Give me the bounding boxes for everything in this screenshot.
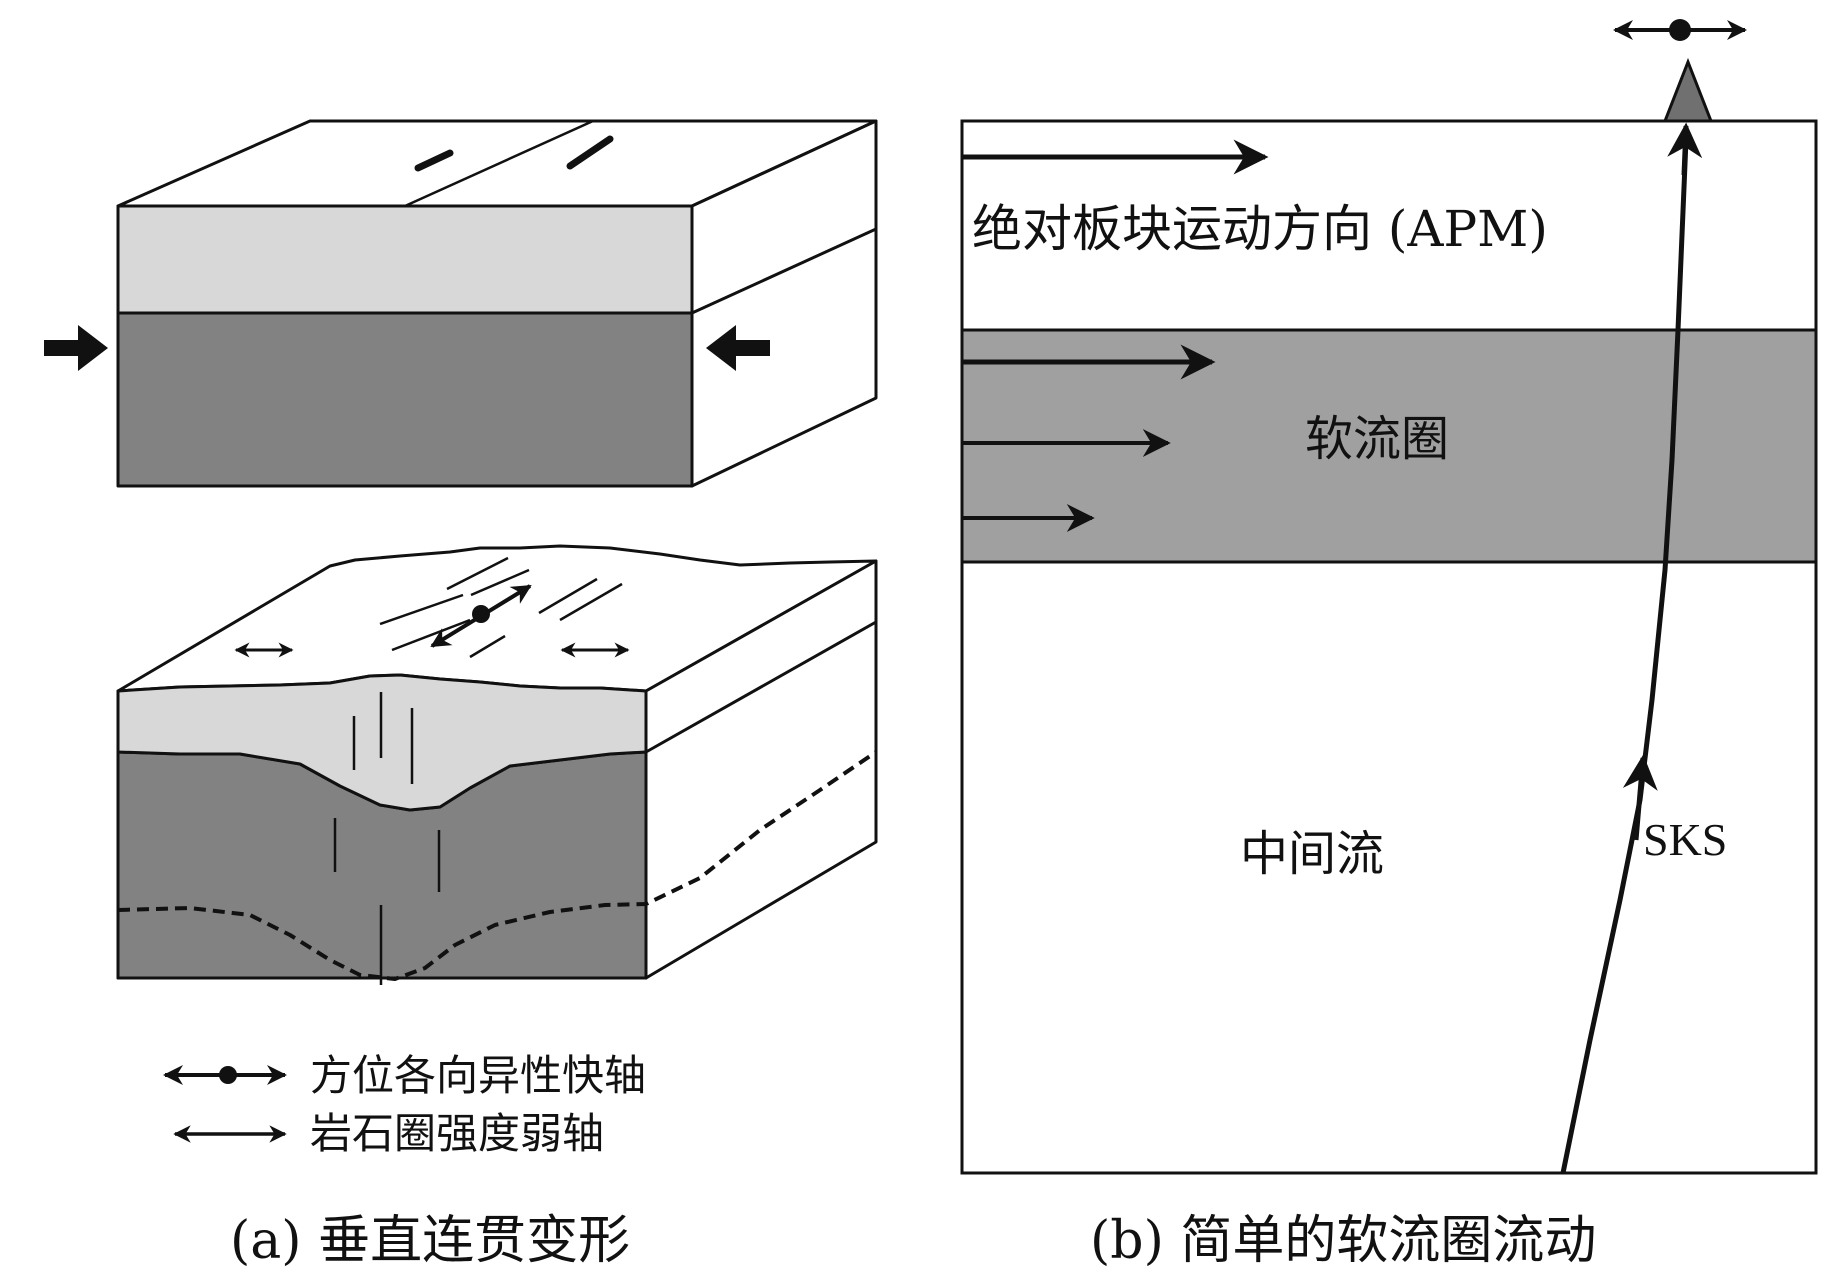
middle-flow-label: 中间流 <box>1240 826 1384 882</box>
right-compression-arrow <box>706 325 770 371</box>
panel-b: 绝对板块运动方向 (APM) 软流圈 中间流 SKS (b) 简单的软流圈流动 <box>960 19 1818 1271</box>
panel-b-frame <box>960 119 1818 1175</box>
station-fast-axis-symbol <box>1613 19 1747 41</box>
fast-axis-dot <box>472 605 490 623</box>
sks-ray-arrow-lower <box>1622 754 1658 841</box>
legend-fast-axis-label: 方位各向异性快轴 <box>310 1051 646 1100</box>
left-compression-arrow <box>44 325 108 371</box>
upper-block <box>116 119 878 488</box>
lower-block-arrows <box>234 584 630 658</box>
flow-arrows <box>962 139 1269 532</box>
seismic-station-triangle <box>1662 57 1714 123</box>
vertical-strain-lines <box>333 692 441 985</box>
lower-block <box>116 544 878 985</box>
apm-label: 绝对板块运动方向 (APM) <box>972 200 1548 258</box>
panel-a: 方位各向异性快轴 岩石圈强度弱轴 (a) 垂直连贯变形 <box>44 119 878 1271</box>
panel-a-caption: (a) 垂直连贯变形 <box>230 1211 630 1271</box>
lithosphere-base-dashed-line <box>117 750 878 981</box>
right-slip-marker <box>566 135 614 170</box>
upper-block-light-layer <box>116 204 694 315</box>
upper-block-dark-layer <box>116 311 694 488</box>
legend-weak-axis-label: 岩石圈强度弱轴 <box>310 1109 604 1158</box>
left-slip-marker <box>414 149 454 172</box>
lower-block-side-boundary <box>645 620 877 754</box>
upper-block-side-boundary <box>691 227 877 315</box>
sks-label: SKS <box>1643 814 1727 865</box>
legend: 方位各向异性快轴 岩石圈强度弱轴 <box>163 1051 646 1158</box>
sks-ray <box>1560 122 1703 1174</box>
sks-ray-arrow-upper <box>1667 122 1703 176</box>
panel-b-caption: (b) 简单的软流圈流动 <box>1090 1211 1596 1271</box>
asthenosphere-label: 软流圈 <box>1305 411 1449 467</box>
compression-arrows <box>44 325 770 371</box>
sks-ray-path <box>1560 139 1689 1174</box>
legend-fast-axis-symbol <box>163 1065 287 1085</box>
upper-block-fault-line <box>404 119 594 208</box>
